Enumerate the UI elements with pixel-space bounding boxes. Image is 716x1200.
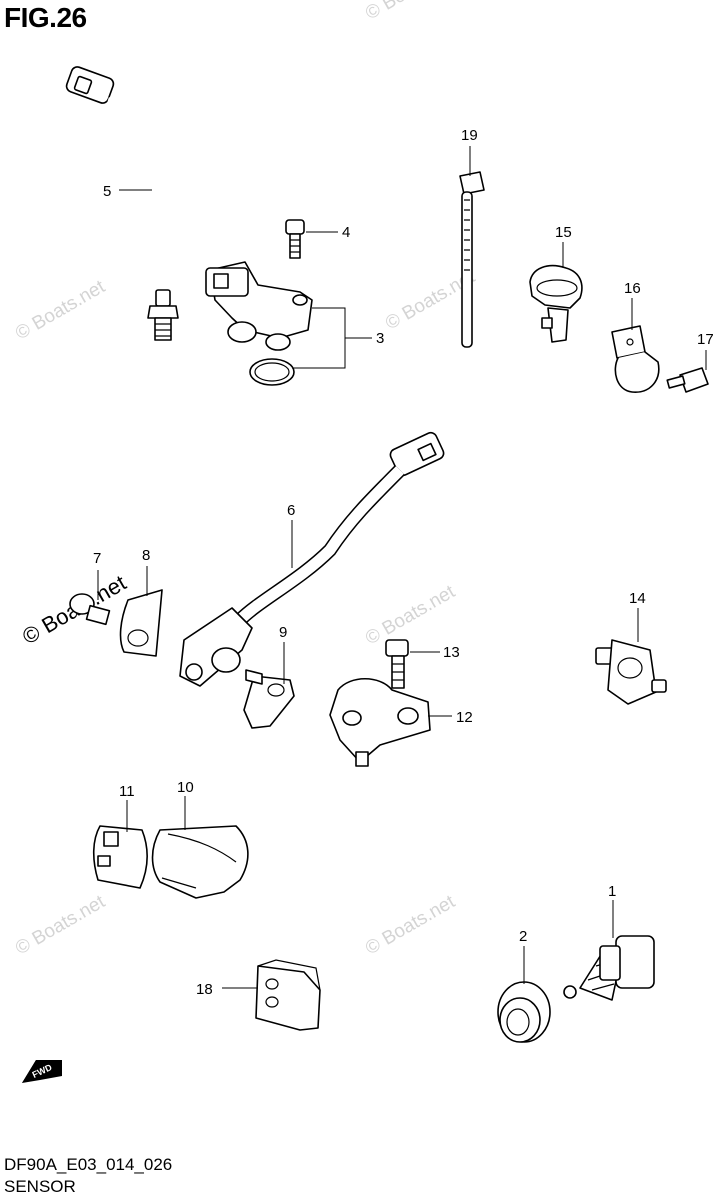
fwd-arrow-icon: FWD <box>22 1060 62 1083</box>
callout-10: 10 <box>177 779 194 796</box>
part-7-bolt <box>69 593 111 626</box>
part-1-switch <box>563 935 655 1001</box>
callout-18: 18 <box>196 981 213 998</box>
callout-7: 7 <box>93 550 101 567</box>
callout-9: 9 <box>279 624 287 641</box>
part-11-cover <box>92 825 148 889</box>
watermark: © Boats.net <box>12 276 109 344</box>
callout-11: 11 <box>119 783 135 800</box>
callout-19: 19 <box>461 127 478 144</box>
callout-17: 17 <box>697 331 714 348</box>
callout-13: 13 <box>443 644 460 661</box>
part-8-plate <box>119 589 163 657</box>
figure-code: DF90A_E03_014_026 <box>4 1155 173 1174</box>
watermark: © Boats.net <box>362 891 459 959</box>
part-2-grommet <box>497 981 551 1043</box>
watermark: © Boats.net <box>12 891 109 959</box>
part-15-clip <box>529 264 583 343</box>
part-12-sensor <box>329 678 431 767</box>
watermarks: © Boats.net © Boats.net © Boats.net © Bo… <box>12 0 479 959</box>
part-10-holder <box>151 825 249 899</box>
part-6-position-sensor <box>179 431 445 687</box>
callout-numbers: 5 4 3 19 15 16 17 6 7 8 9 13 12 14 11 10… <box>93 127 714 998</box>
callout-4: 4 <box>342 224 350 241</box>
part-9-plate <box>243 669 295 729</box>
callout-8: 8 <box>142 547 150 564</box>
watermark: © Boats.net <box>362 581 459 649</box>
callout-5: 5 <box>103 183 111 200</box>
callout-15: 15 <box>555 224 572 241</box>
watermark: © Boats.net <box>362 0 459 24</box>
callout-3: 3 <box>376 330 384 347</box>
figure-name: SENSOR <box>4 1177 76 1196</box>
part-5-sensor-lead <box>65 66 179 341</box>
callout-12: 12 <box>456 709 473 726</box>
part-17-screw <box>666 367 709 393</box>
callout-14: 14 <box>629 590 646 607</box>
callout-1: 1 <box>608 883 616 900</box>
leader-lines <box>97 146 707 989</box>
callout-2: 2 <box>519 928 527 945</box>
figure-title: FIG.26 <box>4 2 87 33</box>
part-16-bracket <box>611 325 660 393</box>
part-13-bolt <box>385 639 409 689</box>
part-4-bolt <box>285 219 305 259</box>
part-3-pressure-sensor <box>205 261 313 386</box>
callout-16: 16 <box>624 280 641 297</box>
part-18-rubber <box>255 959 321 1031</box>
part-19-cable-tie <box>459 171 485 348</box>
part-14-knock-sensor <box>595 639 667 705</box>
callout-6: 6 <box>287 502 295 519</box>
